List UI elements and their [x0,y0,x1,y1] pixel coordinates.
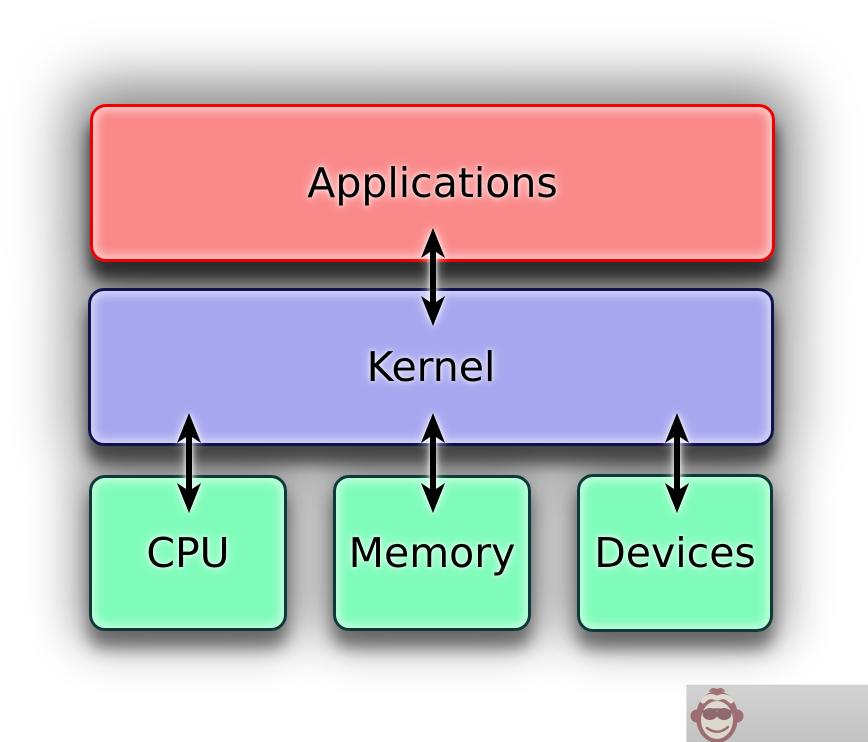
memory-label: Memory [348,529,516,577]
applications-box: Applications [90,104,775,262]
memory-box: Memory [333,475,531,631]
monkey-face-logo-icon [690,688,744,742]
kernel-box: Kernel [88,288,774,446]
cpu-label: CPU [146,529,230,577]
devices-label: Devices [594,529,756,577]
kernel-label: Kernel [366,343,496,391]
devices-box: Devices [577,474,773,632]
watermark-band [686,684,868,742]
cpu-box: CPU [89,475,287,631]
applications-label: Applications [307,159,558,207]
